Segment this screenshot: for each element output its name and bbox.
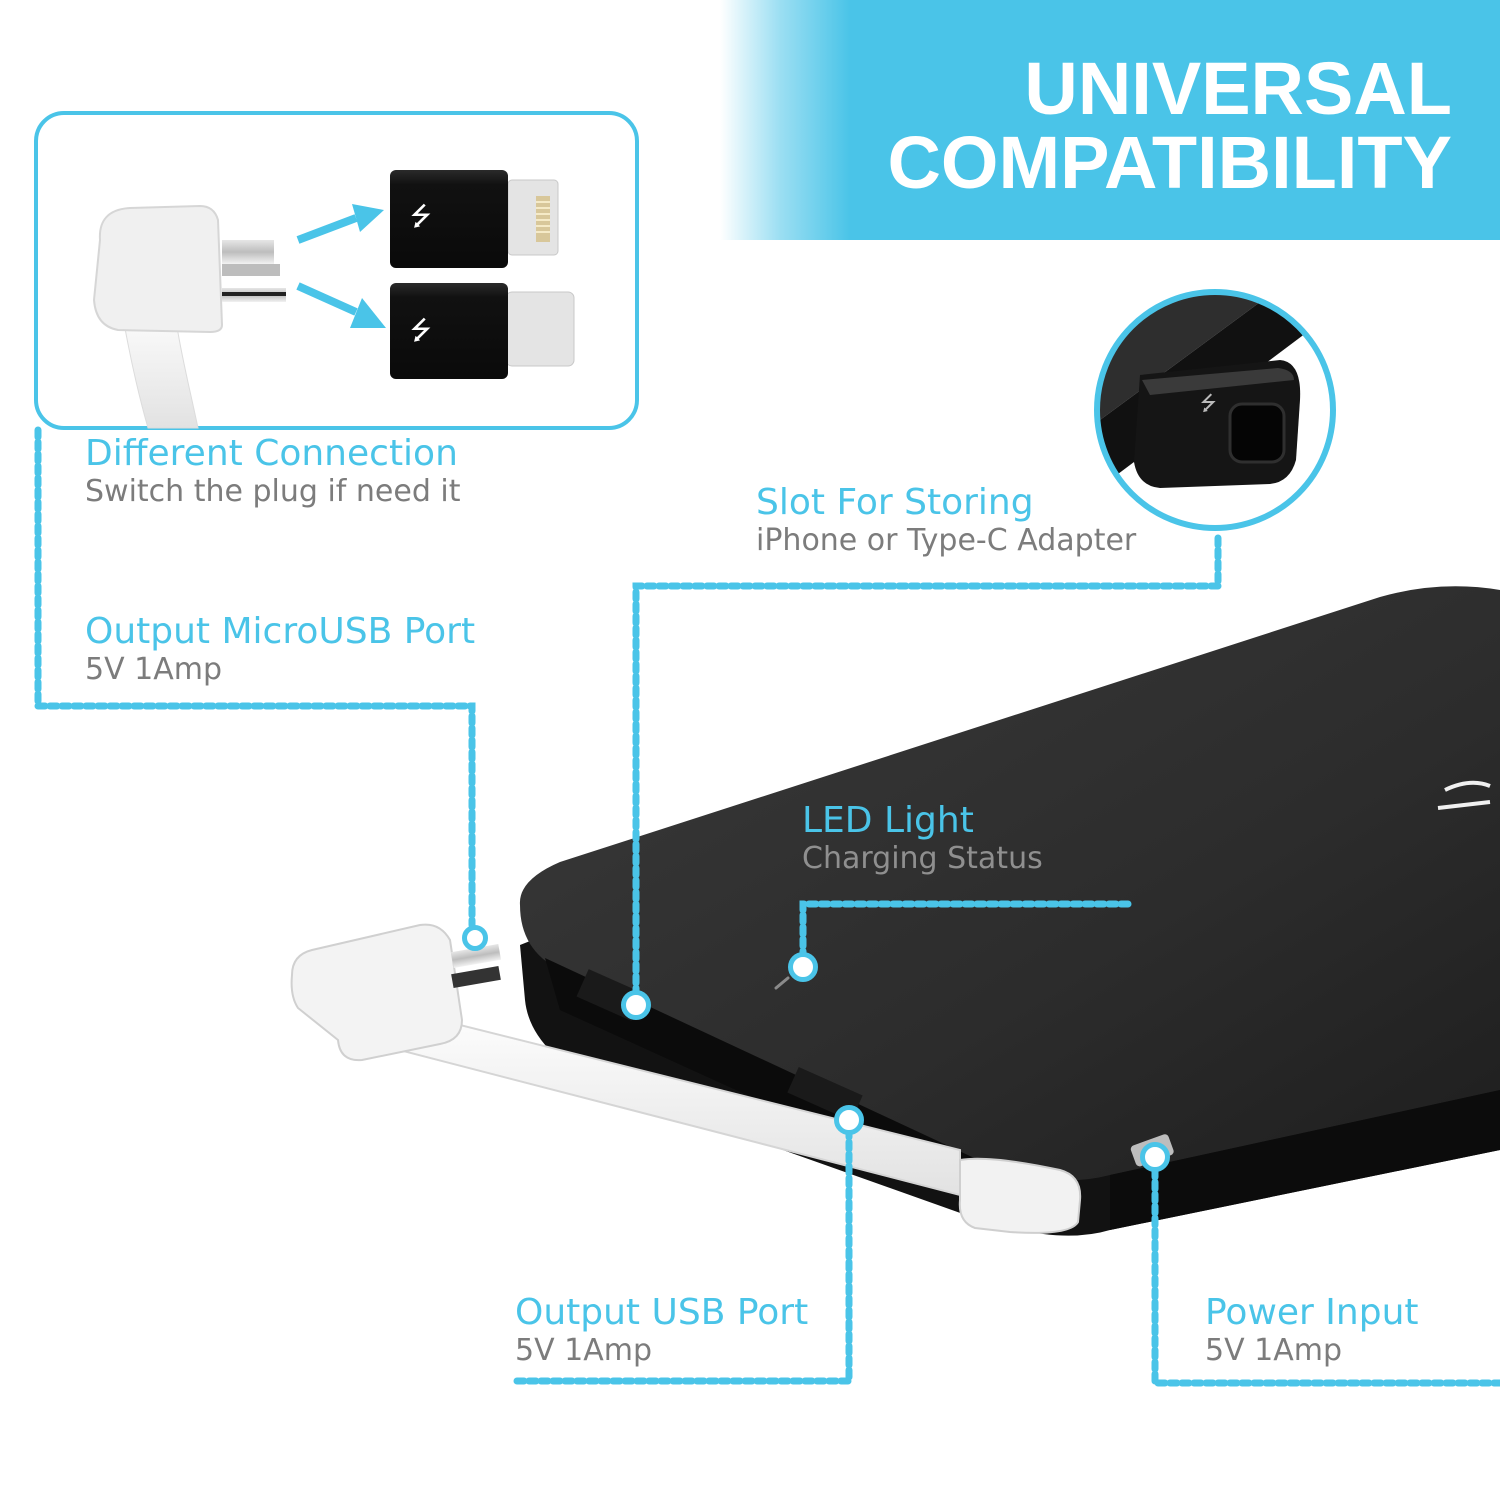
callout-different-connection: Different Connection Switch the plug if … — [85, 434, 461, 510]
callout-subtitle: 5V 1Amp — [515, 1333, 653, 1368]
power-bank — [519, 586, 1500, 1236]
callout-title: Power Input — [1205, 1292, 1419, 1333]
anchor-dot-usb — [834, 1105, 864, 1135]
attached-cable — [290, 923, 1082, 1234]
callout-output-usb: Output USB Port 5V 1Amp — [515, 1293, 808, 1369]
leader-microusb — [34, 426, 476, 929]
page-title: UNIVERSAL COMPATIBILITY — [887, 52, 1452, 200]
header-banner — [720, 0, 1500, 240]
usb-icon: ⭍ — [410, 202, 432, 232]
callout-led-light: LED Light Charging Status — [802, 801, 1043, 877]
leader-usb — [512, 1126, 853, 1385]
callout-subtitle: 5V 1Amp — [1205, 1333, 1343, 1368]
callout-title: Output USB Port — [515, 1292, 809, 1333]
anchor-dot-led — [788, 952, 818, 982]
callout-title: Different Connection — [85, 433, 458, 474]
callout-title: LED Light — [802, 800, 974, 841]
anchor-dot-microusb — [462, 925, 488, 951]
title-line-1: UNIVERSAL — [1024, 47, 1452, 130]
leader-slot — [632, 534, 1222, 999]
callout-slot-storing: Slot For Storing iPhone or Type-C Adapte… — [756, 483, 1136, 559]
anchor-dot-power — [1140, 1142, 1170, 1172]
adapter-inset — [34, 111, 639, 430]
lightning-adapter — [390, 170, 559, 268]
callout-output-microusb: Output MicroUSB Port 5V 1Amp — [85, 612, 475, 688]
title-line-2: COMPATIBILITY — [887, 121, 1452, 204]
callout-subtitle: Switch the plug if need it — [85, 474, 461, 509]
anchor-dot-slot — [621, 990, 651, 1020]
usb-icon: ⭍ — [1200, 391, 1217, 415]
callout-subtitle: 5V 1Amp — [85, 652, 223, 687]
leader-led — [799, 900, 1132, 962]
callout-title: Slot For Storing — [756, 482, 1034, 523]
usb-icon: ⭍ — [410, 316, 432, 346]
callout-power-input: Power Input 5V 1Amp — [1205, 1293, 1419, 1369]
type-c-adapter — [390, 283, 575, 379]
callout-title: Output MicroUSB Port — [85, 611, 476, 652]
callout-subtitle: iPhone or Type-C Adapter — [756, 523, 1137, 558]
callout-subtitle: Charging Status — [802, 841, 1043, 876]
leader-lines — [34, 426, 1500, 1387]
leader-power — [1151, 1166, 1500, 1387]
